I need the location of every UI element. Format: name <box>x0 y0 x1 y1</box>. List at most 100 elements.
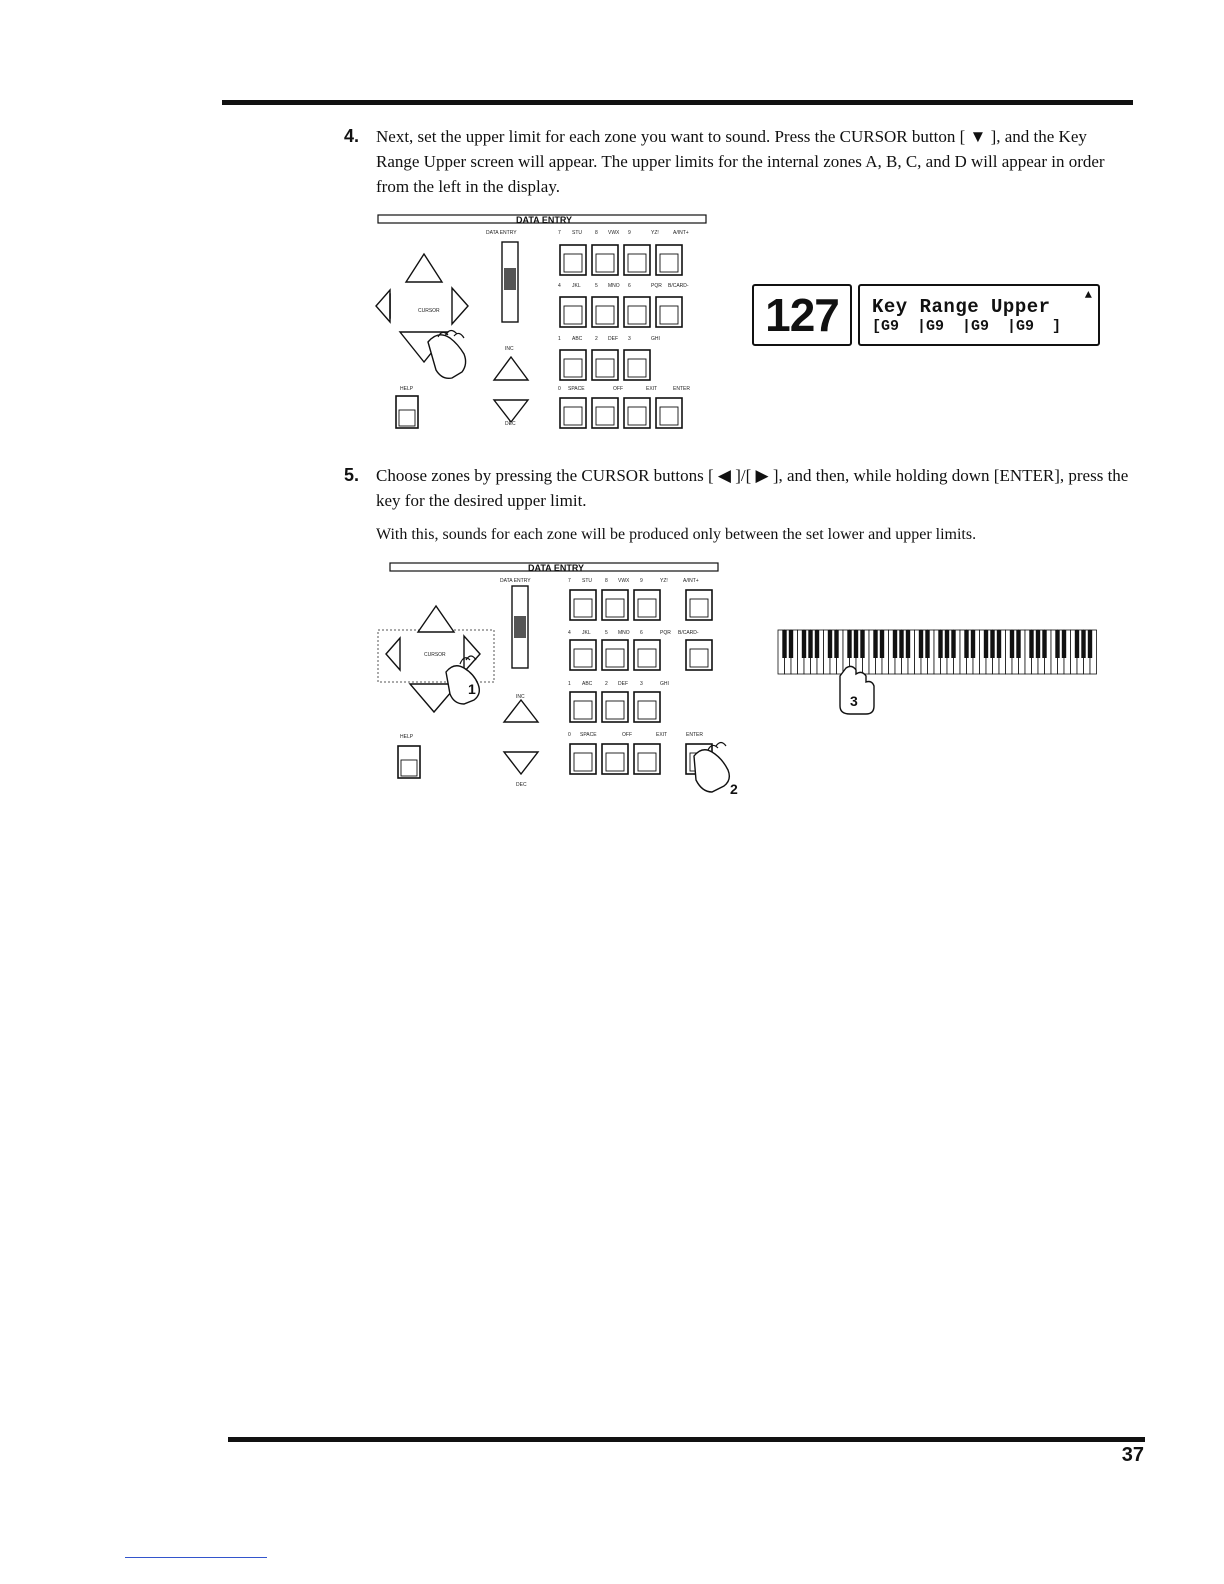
black-key <box>853 630 859 658</box>
black-key <box>990 630 995 658</box>
svg-text:EXIT: EXIT <box>646 386 657 392</box>
black-key <box>827 630 833 658</box>
svg-text:A/INT+: A/INT+ <box>683 578 699 584</box>
hand-pointer-icon <box>427 334 467 380</box>
black-key <box>788 630 794 658</box>
svg-text:EXIT: EXIT <box>656 732 667 738</box>
svg-text:SPACE: SPACE <box>568 386 585 392</box>
black-key <box>1042 630 1047 658</box>
svg-text:7: 7 <box>568 578 571 584</box>
svg-text:B/CARD-: B/CARD- <box>668 283 689 289</box>
svg-text:HELP: HELP <box>400 386 414 392</box>
value-readout: 127 <box>765 289 840 341</box>
svg-text:2: 2 <box>595 336 598 342</box>
black-key <box>1087 630 1093 658</box>
value-display: 127 <box>752 284 852 346</box>
svg-text:YZ!: YZ! <box>660 578 668 584</box>
svg-text:DEF: DEF <box>608 336 618 342</box>
black-key <box>905 630 911 658</box>
black-key <box>951 630 956 658</box>
svg-text:MNO: MNO <box>618 630 630 636</box>
svg-text:ENTER: ENTER <box>673 386 690 392</box>
svg-text:5: 5 <box>605 630 608 636</box>
black-key <box>801 630 807 658</box>
lcd-screen: ▲ Key Range Upper [G9 |G9 |G9 |G9 ] <box>858 284 1100 346</box>
black-key <box>873 630 878 658</box>
black-key <box>1009 630 1015 658</box>
svg-text:CURSOR: CURSOR <box>418 308 440 314</box>
lcd-display: 127 ▲ Key Range Upper [G9 |G9 |G9 |G9 ] <box>752 284 1102 346</box>
dec-icon <box>492 399 530 424</box>
cursor-right-icon <box>451 286 469 326</box>
black-key <box>983 630 989 658</box>
cursor-up-icon <box>416 604 456 633</box>
black-key <box>944 630 950 658</box>
inc-icon <box>502 698 540 723</box>
black-key <box>996 630 1002 658</box>
bottom-rule <box>228 1437 1145 1442</box>
svg-text:ABC: ABC <box>582 681 593 687</box>
keyboard-illustration: 3 <box>776 628 1100 718</box>
step-number: 4. <box>344 126 360 146</box>
black-key <box>1029 630 1034 658</box>
lcd-mark-icon: ▲ <box>1084 288 1092 302</box>
svg-text:DATA ENTRY: DATA ENTRY <box>500 578 531 584</box>
svg-text:YZ!: YZ! <box>651 230 659 236</box>
black-key <box>970 630 976 658</box>
black-key <box>1055 630 1060 658</box>
step-marker-1: 1 <box>468 681 476 697</box>
svg-text:HELP: HELP <box>400 734 414 740</box>
svg-text:2: 2 <box>605 681 608 687</box>
black-key <box>808 630 813 658</box>
inc-icon <box>492 355 530 381</box>
svg-text:A/INT+: A/INT+ <box>673 230 689 236</box>
svg-text:0: 0 <box>558 386 561 392</box>
svg-text:6: 6 <box>628 283 631 289</box>
page-number: 37 <box>1121 1444 1144 1466</box>
black-key <box>964 630 969 658</box>
dec-icon <box>502 751 540 776</box>
black-key <box>1035 630 1041 658</box>
data-entry-bar-label: DATA ENTRY <box>516 215 572 225</box>
svg-text:1: 1 <box>568 681 571 687</box>
svg-text:4: 4 <box>558 283 561 289</box>
black-key <box>1074 630 1080 658</box>
svg-text:8: 8 <box>605 578 608 584</box>
svg-text:7: 7 <box>558 230 561 236</box>
black-key <box>814 630 820 658</box>
black-key <box>892 630 898 658</box>
cursor-up-icon <box>404 252 444 283</box>
svg-text:ABC: ABC <box>572 336 583 342</box>
svg-text:DATA ENTRY: DATA ENTRY <box>486 230 517 236</box>
svg-text:VWX: VWX <box>608 230 620 236</box>
keyboard-keys <box>777 629 1097 675</box>
lcd-line-2: [G9 |G9 |G9 |G9 ] <box>872 318 1062 335</box>
black-key <box>938 630 943 658</box>
black-key <box>925 630 930 658</box>
black-key <box>1081 630 1086 658</box>
svg-text:3: 3 <box>640 681 643 687</box>
svg-text:5: 5 <box>595 283 598 289</box>
svg-text:1: 1 <box>558 336 561 342</box>
step-4: 4. Next, set the upper limit for each zo… <box>344 124 1134 199</box>
black-key <box>918 630 924 658</box>
step-number: 5. <box>344 465 360 485</box>
footer-line <box>125 1557 267 1558</box>
black-key <box>1016 630 1021 658</box>
step-marker-3: 3 <box>850 693 858 709</box>
svg-text:STU: STU <box>572 230 582 236</box>
step-text: Choose zones by pressing the CURSOR butt… <box>376 466 1129 510</box>
svg-text:ENTER: ENTER <box>686 732 703 738</box>
black-key <box>879 630 885 658</box>
svg-text:CURSOR: CURSOR <box>424 652 446 658</box>
lcd-line-1: Key Range Upper <box>872 296 1051 318</box>
cursor-down-icon <box>408 683 460 714</box>
svg-text:INC: INC <box>505 346 514 352</box>
key-grid <box>559 244 683 429</box>
black-key <box>860 630 865 658</box>
cursor-left-icon <box>385 636 401 672</box>
svg-text:OFF: OFF <box>613 386 623 392</box>
svg-text:STU: STU <box>582 578 592 584</box>
